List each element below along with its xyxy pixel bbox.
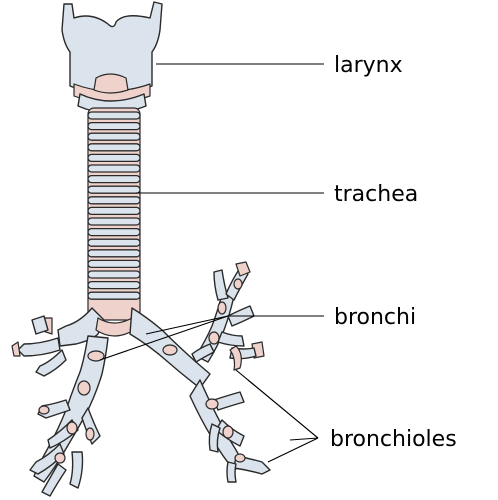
trachea-ring [87, 291, 141, 300]
leader-bronchi-right [145, 315, 229, 335]
right-bronchiole-low-5 [226, 461, 237, 483]
label-bronchi: bronchi [334, 305, 416, 330]
label-bronchioles: bronchioles [330, 427, 457, 452]
right-membrane-1 [162, 344, 178, 356]
cricoid-front [93, 73, 129, 94]
left-membrane-4 [54, 452, 66, 464]
leader-lines [99, 63, 324, 463]
left-bronchus-stub-1 [31, 315, 49, 335]
right-bronchiole-low-3 [208, 423, 221, 453]
right-bronchiole-top-5 [191, 343, 215, 363]
right-bronchiole-top-4 [217, 331, 245, 347]
left-bronchiole-3 [81, 407, 101, 445]
trachea-ring [87, 227, 141, 237]
trachea-ring [87, 121, 141, 131]
right-membrane-7 [233, 278, 243, 290]
right-bronchiole-low-1 [213, 391, 245, 411]
trachea-ring [87, 238, 141, 247]
carina [95, 317, 135, 337]
trachea-ring [87, 280, 141, 290]
trachea-ring [87, 132, 141, 141]
right-membrane-4 [205, 398, 219, 410]
left-bronchiole-5 [69, 451, 84, 489]
trachea-ring [87, 185, 141, 194]
left-membrane-3 [66, 421, 78, 435]
leader-bronchioles-2 [247, 379, 319, 439]
left-membrane-2 [77, 380, 91, 396]
left-bronchiole-6 [41, 463, 67, 497]
trachea-ring [87, 153, 141, 163]
thyroid-cartilage [61, 1, 163, 95]
right-bronchiole-top-1 [213, 269, 229, 301]
trachea-ring [87, 206, 141, 216]
trachea-ring [87, 164, 141, 173]
trachea-ring [87, 249, 141, 258]
right-bronchiole-tip-1 [235, 261, 251, 277]
left-membrane-1 [87, 350, 105, 362]
label-larynx: larynx [334, 53, 403, 78]
right-membrane-3 [217, 301, 227, 315]
left-bronchus-branch-3 [35, 349, 67, 377]
trachea-ring [87, 270, 141, 279]
trachea-ring [87, 143, 141, 152]
leader-bronchioles-4 [267, 437, 319, 463]
left-bronchus-branch-2 [17, 337, 61, 357]
trachea-ring [87, 259, 141, 269]
trachea-ring [87, 217, 141, 226]
trachea-ring [87, 111, 141, 120]
trachea-ring [87, 174, 141, 184]
right-bronchial-tree [129, 261, 271, 483]
left-membrane-5 [38, 405, 50, 415]
label-trachea: trachea [334, 182, 418, 207]
leader-bronchioles-3 [289, 437, 319, 441]
leader-bronchi-left [99, 315, 229, 361]
right-membrane-5 [222, 425, 234, 439]
left-bronchial-tree [11, 307, 109, 497]
left-membrane-6 [85, 427, 95, 441]
larynx-illustration [61, 1, 163, 114]
right-membrane-stub [229, 345, 242, 371]
trachea-rings [87, 111, 141, 300]
right-membrane-6 [234, 453, 246, 463]
trachea-illustration [87, 107, 141, 321]
left-bronchus-tip-2 [11, 341, 21, 357]
trachea-ring [87, 196, 141, 205]
right-membrane-2 [208, 331, 220, 345]
